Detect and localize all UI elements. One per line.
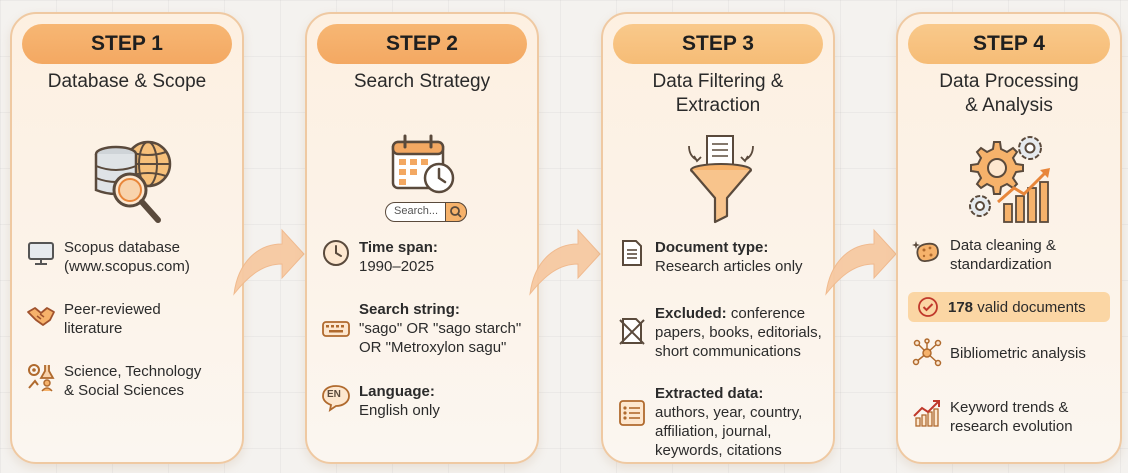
item-text: short communications [655,343,801,360]
handshake-icon [27,307,55,326]
item-text: Keyword trends & [950,399,1069,416]
keyboard-icon [322,321,350,337]
list-item: Scopus database (www.scopus.com) [26,238,190,276]
list-item: Data cleaning & standardization [912,236,1056,274]
item-heading: Excluded: [655,305,727,322]
item-text: Bibliometric analysis [950,345,1086,362]
item-text: & Social Sciences [64,382,185,399]
search-button[interactable] [445,202,467,222]
list-item: EN Language: English only [321,382,440,420]
sponge-icon [912,241,939,263]
language-badge: EN [327,389,341,400]
item-text: Scopus database [64,239,180,256]
step-1-label: STEP 1 [22,24,232,64]
arrow-right-icon [233,228,305,296]
item-text: conference [726,305,806,322]
list-item: Search string: "sago" OR "sago starch" O… [321,300,521,357]
item-heading: Language: [359,383,435,400]
arrow-right-icon [529,228,601,296]
arrow-right-icon [825,228,897,296]
item-text: Peer-reviewed [64,301,161,318]
step-1-title-line: Database & Scope [47,71,207,92]
list-item: Extracted data: authors, year, country, … [617,384,802,460]
item-text: literature [64,320,123,337]
step-4-label: STEP 4 [908,24,1110,64]
trend-icon [913,400,940,427]
step-4-title-line: Data Processing [939,71,1079,92]
item-text: affiliation, journal, [655,423,772,440]
language-icon: EN [321,382,351,412]
step-3-title-line: Data Filtering & [652,71,784,92]
calendar-clock-icon [391,134,455,194]
item-text: OR "Metroxylon sagu" [359,339,507,356]
step-4-card: STEP 4 Data Processing & Analysis Data c… [896,12,1122,464]
item-text: authors, year, country, [655,404,803,421]
step-3-card: STEP 3 Data Filtering & Extraction Docum… [601,12,835,464]
network-icon [912,338,942,367]
step-2-label: STEP 2 [317,24,527,64]
item-text: valid documents [973,298,1086,316]
science-icon [28,364,55,392]
step-1-card: STEP 1 Database & Scope Scopus database … [10,12,244,464]
item-heading-line: Excluded: conference [655,304,822,323]
item-heading: Search string: [359,301,460,318]
check-circle-icon [918,297,938,317]
step-2-title-line: Search Strategy [353,71,491,92]
item-text: "sago" OR "sago starch" [359,320,522,337]
valid-documents-text: 178 valid documents [948,298,1086,317]
step-4-title: Data Processing & Analysis [904,70,1114,118]
item-text: Research articles only [655,258,803,275]
item-text: English only [359,402,440,419]
database-search-icon [94,140,172,223]
search-icon [450,206,462,218]
step-1-title: Database & Scope [18,70,236,94]
valid-documents-highlight: 178 valid documents [908,292,1110,322]
search-placeholder: Search... [394,205,439,217]
gears-chart-icon [969,136,1050,223]
search-input[interactable]: Search... [385,202,467,222]
list-item: Bibliometric analysis [912,338,1086,368]
step-2-title: Search Strategy [313,70,531,94]
item-text: (www.scopus.com) [64,258,190,275]
item-text: Science, Technology [64,363,202,380]
item-text: keywords, citations [655,442,782,459]
clock-icon [323,240,349,266]
item-heading: Time span: [359,239,438,256]
step-3-title: Data Filtering & Extraction [609,70,827,118]
list-item: Peer-reviewed literature [26,300,161,338]
item-text: standardization [950,256,1052,273]
item-text: papers, books, editorials, [655,324,822,341]
funnel-filter-icon [688,135,754,224]
excluded-doc-icon [619,318,645,345]
list-icon [619,400,645,426]
item-heading: Extracted data: [655,385,764,402]
monitor-icon [28,242,54,265]
document-icon [622,240,642,266]
item-heading: Document type: [655,239,769,256]
step-3-label: STEP 3 [613,24,823,64]
item-text: 1990–2025 [359,258,435,275]
item-text: research evolution [950,418,1073,435]
step-2-card: STEP 2 Search Strategy Search... [305,12,539,464]
list-item: Excluded: conference papers, books, edit… [617,304,822,361]
valid-documents-count: 178 [948,298,974,316]
step-4-title-line: & Analysis [965,95,1053,116]
list-item: Document type: Research articles only [617,238,803,276]
list-item: Time span: 1990–2025 [321,238,438,276]
item-text: Data cleaning & [950,237,1056,254]
step-3-title-line: Extraction [675,95,761,116]
list-item: Science, Technology & Social Sciences [26,362,201,400]
list-item: Keyword trends & research evolution [912,398,1073,436]
